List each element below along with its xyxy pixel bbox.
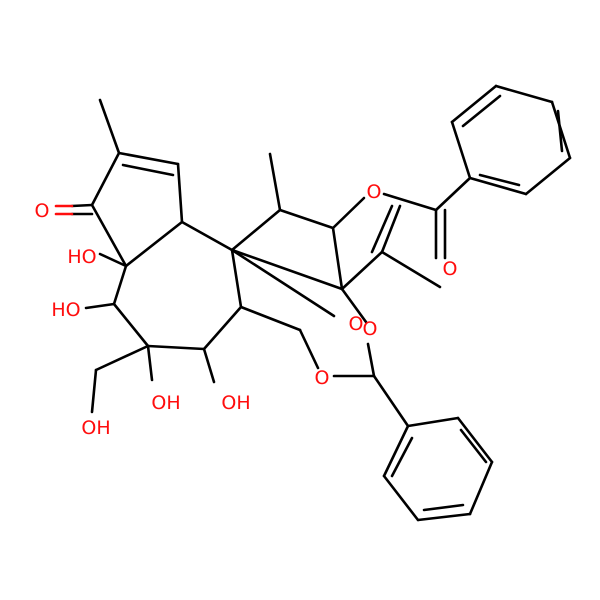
hydroxyl-label-6: OH <box>151 392 180 414</box>
orthoester-oxygen-label-1: O <box>349 313 364 335</box>
orthoester-oxygen-label-2: O <box>363 318 378 340</box>
ketone-oxygen-label: O <box>35 200 50 222</box>
orthoester-oxygen-label-3: O <box>315 367 330 389</box>
hydroxyl-label-4a: HO <box>67 246 96 268</box>
carbonyl-oxygen-label: O <box>443 258 458 280</box>
hydroxyl-label-7: OH <box>221 392 250 414</box>
hydroxyl-label-5: HO <box>51 299 80 321</box>
bonds <box>54 84 572 522</box>
ester-oxygen-label: O <box>367 181 382 203</box>
atom-labels: O HO HO OH OH OH O O O O O <box>35 181 458 439</box>
hydroxymethyl-label: OH <box>81 417 110 439</box>
